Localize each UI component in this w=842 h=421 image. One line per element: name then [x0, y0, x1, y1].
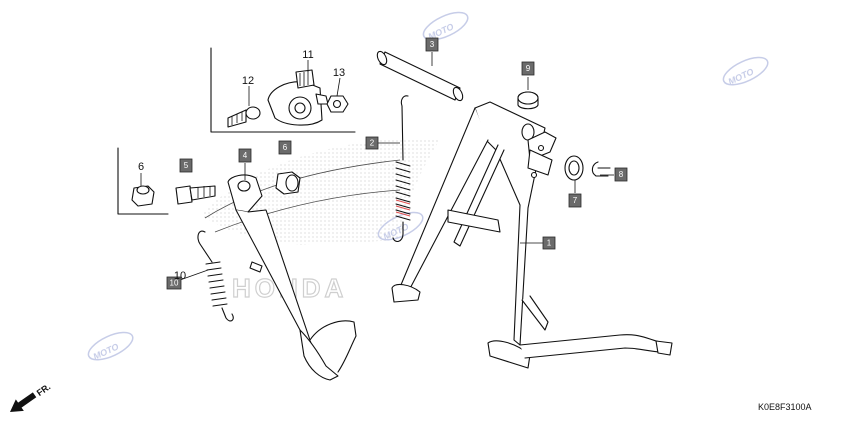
svg-text:12: 12 [242, 75, 254, 87]
leader-lines [140, 52, 614, 281]
nut[interactable] [275, 171, 301, 195]
callout-5[interactable]: 5 [179, 158, 193, 173]
callout-11[interactable]: 11 [302, 49, 313, 61]
svg-text:11: 11 [302, 49, 313, 61]
svg-text:7: 7 [573, 196, 578, 205]
side-stand-spring[interactable] [197, 230, 234, 322]
callout-13[interactable]: 13 [333, 67, 345, 79]
watermark-bottom-left: MOTO [87, 331, 134, 362]
svg-text:10: 10 [174, 270, 186, 282]
switch-nut[interactable] [326, 95, 349, 113]
front-label: FR. [35, 381, 53, 398]
front-direction-indicator: FR. [10, 381, 53, 412]
callout-6-plain[interactable]: 6 [138, 161, 144, 173]
cotter-pin[interactable] [591, 161, 611, 177]
svg-text:1: 1 [547, 239, 552, 248]
stopper-rubber[interactable] [517, 91, 539, 110]
callout-8[interactable]: 8 [614, 167, 628, 182]
side-stand-switch[interactable] [267, 69, 329, 126]
watermark-top-right: MOTO [722, 56, 769, 87]
callout-12[interactable]: 12 [242, 75, 254, 87]
svg-text:8: 8 [619, 170, 624, 179]
svg-text:3: 3 [430, 40, 435, 49]
washer[interactable] [564, 155, 584, 181]
svg-text:10: 10 [170, 279, 179, 288]
nut-group-bracket [117, 147, 169, 215]
svg-text:6: 6 [283, 143, 288, 152]
callout-9[interactable]: 9 [521, 61, 535, 76]
svg-text:5: 5 [184, 161, 189, 170]
diagram-code: K0E8F3100A [758, 402, 812, 412]
main-stand[interactable] [391, 101, 673, 369]
callout-2[interactable]: 2 [365, 136, 379, 150]
switch-bolt[interactable] [227, 106, 261, 128]
nut-left[interactable] [131, 185, 155, 207]
side-stand[interactable] [227, 174, 357, 381]
arrow-icon [10, 392, 37, 412]
callout-7[interactable]: 7 [568, 193, 582, 208]
main-stand-spring[interactable] [392, 95, 411, 243]
callout-10-tag[interactable]: 10 [166, 276, 182, 290]
svg-text:4: 4 [243, 151, 248, 160]
svg-text:9: 9 [526, 64, 531, 73]
svg-text:13: 13 [333, 67, 345, 79]
callout-6-tag[interactable]: 6 [278, 140, 292, 155]
svg-text:6: 6 [138, 161, 144, 173]
switch-group-bracket [210, 47, 356, 133]
callout-4[interactable]: 4 [238, 148, 252, 163]
callout-10-plain[interactable]: 10 [174, 270, 186, 282]
pivot-pipe[interactable] [375, 50, 464, 102]
pivot-bolt[interactable] [175, 185, 216, 205]
callout-1[interactable]: 1 [542, 236, 556, 250]
callout-3[interactable]: 3 [425, 37, 439, 52]
svg-text:2: 2 [370, 139, 375, 148]
